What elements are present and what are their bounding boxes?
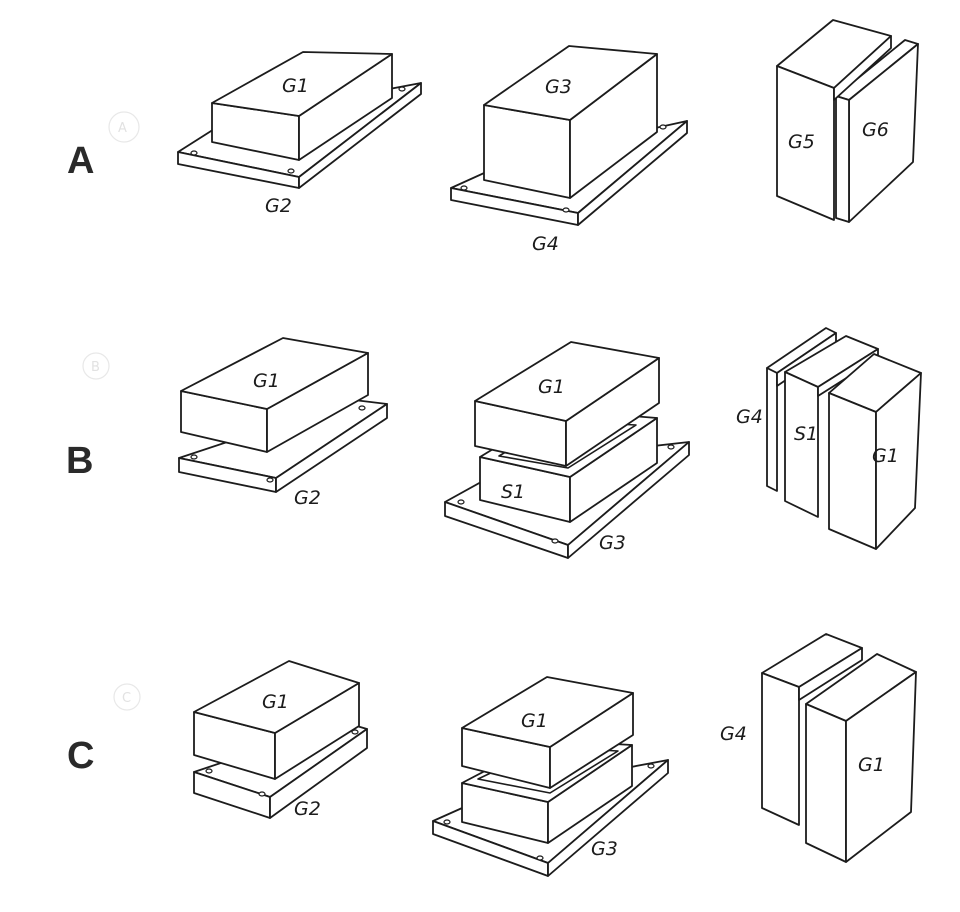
plate-g5 (776, 19, 892, 221)
label-g1: G1 (872, 445, 899, 467)
block-g1 (474, 341, 660, 467)
row-b-circle-letter: B (91, 360, 100, 375)
label-g2: G2 (294, 487, 321, 509)
block-g1 (805, 653, 917, 863)
block-g3 (483, 45, 658, 199)
block-g1 (211, 51, 393, 161)
row-a-circle-marker: A (108, 111, 140, 143)
row-a-right-assembly: G5 G6 (776, 19, 919, 223)
block-g1 (180, 337, 369, 453)
row-a: A A G1 G2 (67, 19, 919, 255)
label-g1: G1 (262, 691, 289, 713)
row-label-a: A (67, 140, 94, 182)
label-g2: G2 (265, 195, 292, 217)
label-g6: G6 (862, 119, 889, 141)
label-g1: G1 (253, 370, 280, 392)
label-g3: G3 (591, 838, 618, 860)
block-g1 (461, 676, 634, 789)
row-label-c: C (67, 735, 94, 777)
label-g1: G1 (858, 754, 885, 776)
row-b-right-assembly: G4 S1 G1 (736, 327, 922, 550)
row-a-middle-assembly: G3 G4 (450, 45, 688, 255)
row-c-right-assembly: G4 G1 (720, 633, 917, 863)
row-label-b: B (66, 440, 93, 482)
label-g4: G4 (736, 406, 763, 428)
block-g1 (828, 353, 922, 550)
row-c-circle-letter: C (122, 691, 131, 706)
label-s1: S1 (501, 481, 525, 503)
label-g3: G3 (599, 532, 626, 554)
label-g5: G5 (788, 131, 815, 153)
row-b-left-assembly: G1 G2 (178, 337, 388, 509)
row-a-circle-letter: A (118, 121, 127, 136)
label-g1: G1 (538, 376, 565, 398)
block-g1 (193, 660, 360, 780)
label-g1: G1 (521, 710, 548, 732)
row-b-middle-assembly: G1 S1 G3 (444, 341, 690, 559)
row-c: C C G1 G2 (67, 633, 917, 877)
row-a-left-assembly: G1 G2 (177, 51, 422, 217)
label-g2: G2 (294, 798, 321, 820)
row-b-circle-marker: B (82, 352, 110, 380)
label-s1: S1 (794, 423, 818, 445)
label-g1: G1 (282, 75, 309, 97)
block-g4 (761, 633, 863, 826)
row-c-left-assembly: G1 G2 (193, 660, 368, 820)
row-b: B B G1 G2 (66, 327, 922, 559)
label-g4: G4 (720, 723, 747, 745)
plate-g6 (835, 39, 919, 223)
row-c-middle-assembly: G1 G3 (432, 676, 669, 877)
label-g4: G4 (532, 233, 559, 255)
label-g3: G3 (545, 76, 572, 98)
row-c-circle-marker: C (113, 683, 141, 711)
